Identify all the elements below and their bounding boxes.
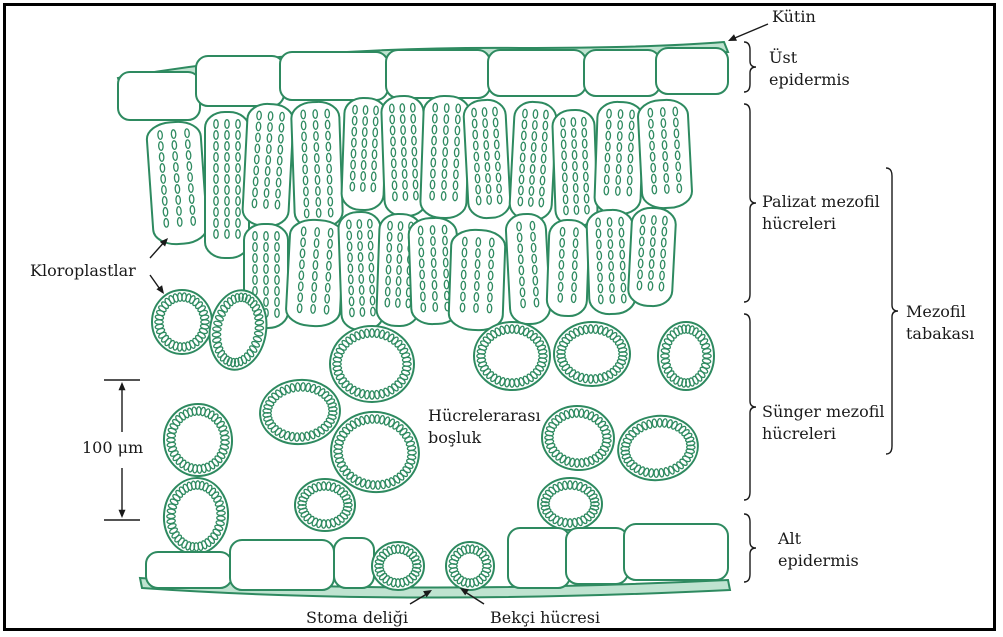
lower-epidermis-cell	[624, 524, 728, 580]
upper-epidermis-cell	[488, 50, 586, 96]
spongy-brace	[744, 314, 756, 500]
guard-cell	[372, 542, 424, 590]
lower-epidermis-cell	[146, 552, 232, 588]
palisade-cell	[637, 99, 693, 209]
scale-bar-up-arrow	[119, 382, 126, 390]
palisade-cell	[146, 120, 208, 245]
guard-cell	[446, 542, 494, 590]
spongy-cell	[330, 326, 414, 402]
spongy-cell	[161, 475, 231, 556]
palisade-cell	[586, 209, 636, 315]
lower-epidermis-cell	[508, 528, 570, 588]
cell-wall	[552, 109, 598, 226]
palisade-cell	[285, 219, 344, 328]
spongy-cell	[538, 478, 602, 530]
palisade-cell	[463, 99, 511, 219]
cell-wall	[546, 219, 589, 316]
lower-epidermis-cell	[566, 528, 628, 584]
spongy-cell	[161, 401, 235, 479]
label-scale-bar: 100 μm	[82, 437, 143, 459]
cell-wall	[146, 120, 208, 245]
mesophyll-brace	[886, 168, 898, 454]
cell-wall	[448, 229, 505, 331]
palisade-cell	[341, 97, 387, 210]
cell-wall	[372, 542, 424, 590]
spongy-cell	[474, 322, 550, 390]
label-intercellular-space: Hücrelerarası boşluk	[428, 405, 541, 449]
palisade-cell	[205, 112, 249, 258]
upper-epidermis-cell	[118, 72, 200, 120]
palisade-cell	[505, 213, 551, 325]
palisade-cell	[291, 101, 343, 229]
spongy-cell	[152, 290, 212, 354]
upper-epidermis-cell	[196, 56, 284, 106]
spongy-cell	[539, 403, 616, 473]
label-chloroplasts: Kloroplastlar	[30, 260, 136, 282]
spongy-cell	[614, 411, 702, 486]
spongy-cell	[554, 322, 630, 386]
label-mesophyll-layer: Mezofil tabakası	[906, 301, 974, 345]
upper-epidermis-cell	[656, 48, 728, 94]
label-spongy-mesophyll: Sünger mezofil hücreleri	[762, 401, 885, 445]
label-guard-cell: Bekçi hücresi	[490, 607, 600, 629]
label-lower-epidermis: Alt epidermis	[778, 528, 859, 572]
upper-epidermis-cell	[280, 52, 388, 100]
label-stoma-pore: Stoma deliği	[306, 607, 408, 629]
palisade-cell	[242, 103, 294, 227]
palisade-cell	[420, 95, 470, 219]
palisade-brace	[744, 104, 756, 302]
cell-wall	[538, 478, 602, 530]
palisade-cell	[509, 101, 557, 221]
upper-epidermis-cell	[584, 50, 660, 96]
spongy-cell	[257, 377, 342, 448]
upper-epidermis-cell	[386, 50, 490, 98]
cells-layer	[118, 42, 730, 598]
spongy-cell	[295, 479, 355, 531]
palisade-cell	[594, 101, 644, 215]
cell-wall	[242, 103, 294, 227]
lower-epidermis-brace	[744, 514, 756, 582]
cell-wall	[505, 213, 551, 325]
label-cuticle: Kütin	[772, 6, 816, 28]
spongy-cell	[658, 322, 714, 390]
palisade-cell	[546, 219, 589, 316]
lower-epidermis-cell	[230, 540, 334, 590]
label-upper-epidermis: Üst epidermis	[769, 47, 850, 91]
scale-bar-down-arrow	[119, 510, 126, 518]
palisade-cell	[448, 229, 505, 331]
cuticle-pointer	[730, 24, 768, 40]
lower-epidermis-cell	[334, 538, 374, 588]
palisade-cell	[627, 207, 676, 307]
label-palisade-mesophyll: Palizat mezofil hücreleri	[762, 191, 880, 235]
cell-wall	[205, 112, 249, 258]
upper-epidermis-brace	[744, 42, 756, 92]
palisade-cell	[552, 109, 598, 226]
